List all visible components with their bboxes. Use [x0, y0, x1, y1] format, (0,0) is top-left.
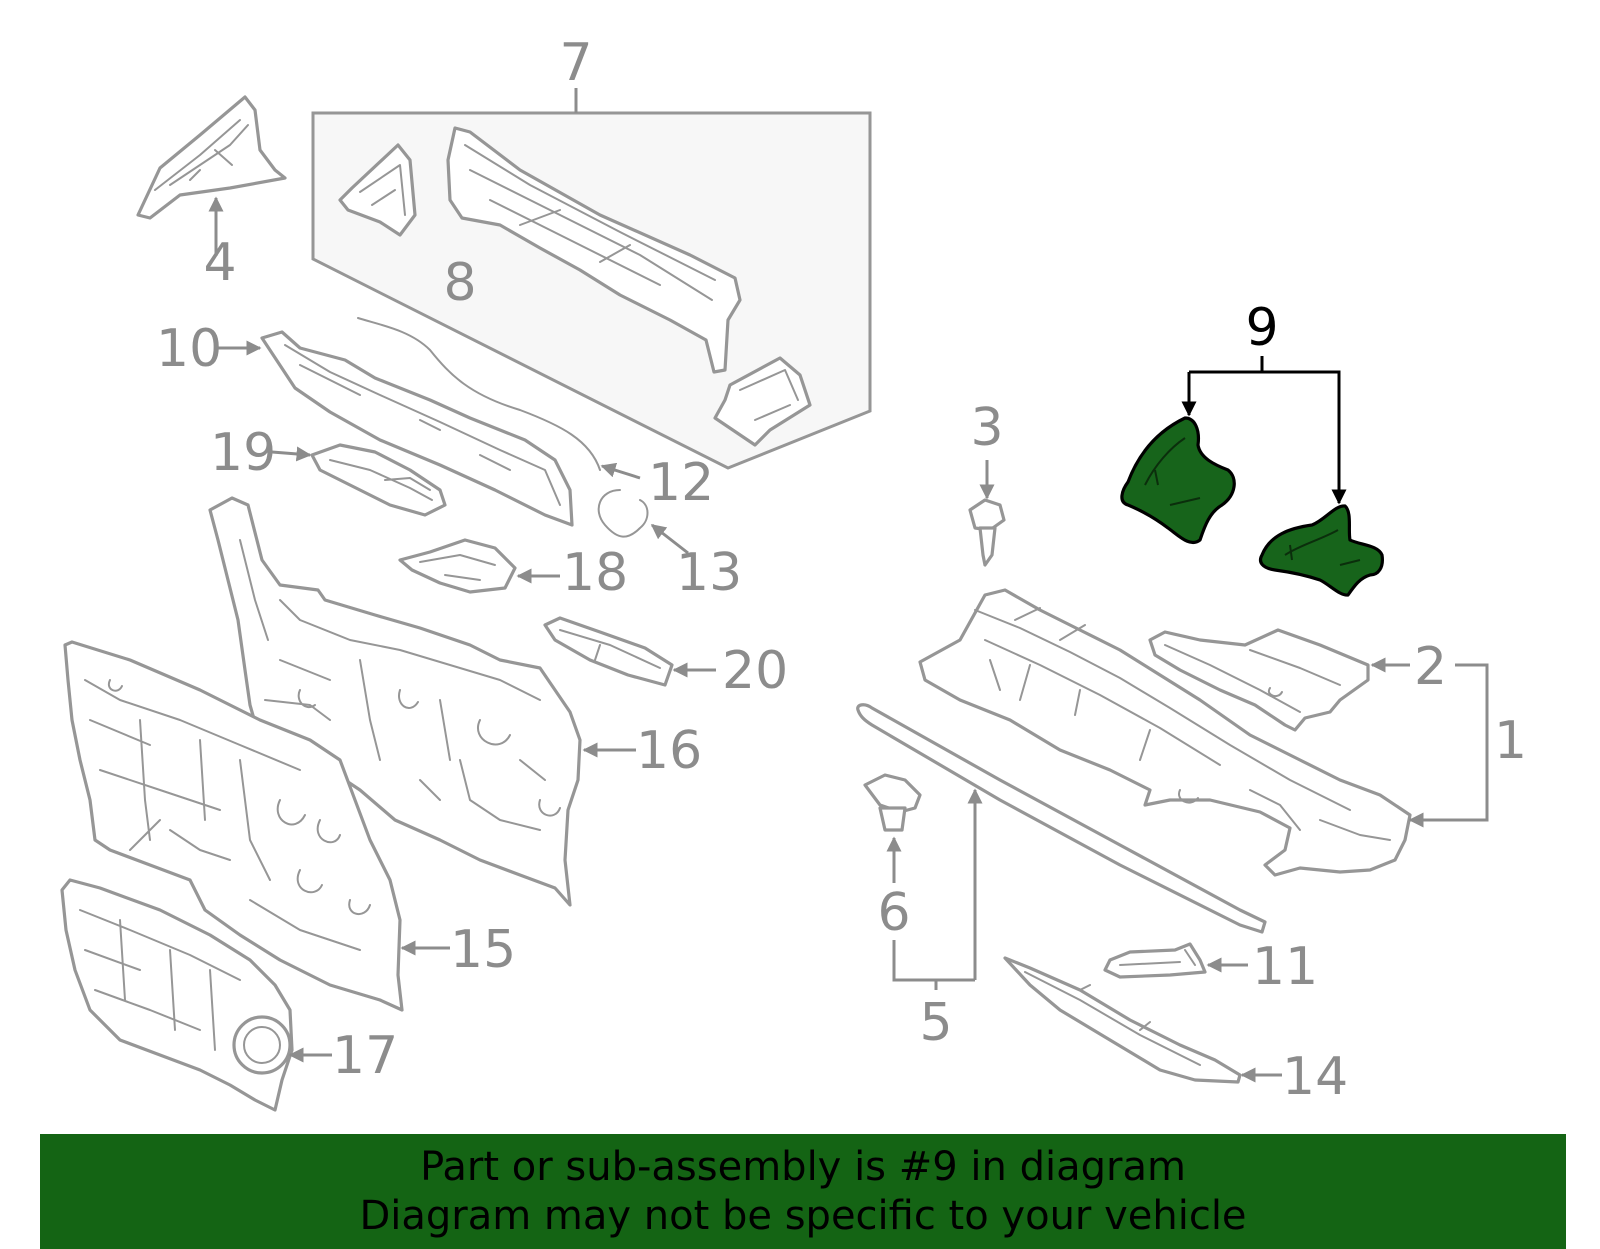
seal-12	[357, 317, 601, 471]
cowl-panel-1	[918, 588, 1412, 877]
callout-1: 1	[1494, 711, 1527, 771]
part-9-left-piece	[1120, 416, 1236, 545]
callout-3: 3	[970, 398, 1003, 458]
cowl-top-panel	[446, 126, 742, 374]
callout-20: 20	[722, 641, 788, 701]
callout-13: 13	[676, 543, 742, 603]
bracket-18	[398, 538, 517, 594]
callout-4: 4	[203, 233, 236, 293]
grommet-6	[863, 773, 922, 832]
callout-9: 9	[1245, 298, 1278, 358]
dash-insulator-15	[63, 640, 404, 1012]
clip-3	[968, 498, 1006, 567]
callout-8: 8	[443, 253, 476, 313]
insulator-17-grommet-inner	[243, 1026, 281, 1064]
callout-5: 5	[919, 993, 952, 1053]
reinforcement-14	[1003, 956, 1242, 1084]
cowl-reinforcement-10	[260, 330, 574, 527]
callout-10: 10	[156, 319, 222, 379]
insulator-17-grommet-outer	[232, 1015, 292, 1075]
callout-14: 14	[1282, 1047, 1348, 1107]
cowl-assembly-group-7	[311, 88, 872, 470]
notice-banner: Part or sub-assembly is #9 in diagram Di…	[40, 1134, 1566, 1249]
cowl-side-bracket	[713, 356, 812, 447]
notice-line-1: Part or sub-assembly is #9 in diagram	[420, 1143, 1186, 1190]
hose-13	[597, 489, 649, 538]
callout-17: 17	[332, 1026, 398, 1086]
bracket-20	[543, 616, 674, 687]
bracket-11	[1103, 942, 1207, 979]
notice-line-2: Diagram may not be specific to your vehi…	[359, 1192, 1247, 1239]
callout-2: 2	[1414, 637, 1447, 697]
cowl-bracket-2	[1148, 628, 1370, 732]
callout-11: 11	[1252, 937, 1318, 997]
callout-7: 7	[559, 33, 592, 93]
highlighted-part-9	[1120, 416, 1384, 597]
part-9-right-piece	[1258, 504, 1384, 597]
callout-18: 18	[562, 543, 628, 603]
callout-15: 15	[450, 920, 516, 980]
callout-16: 16	[636, 721, 702, 781]
seal-strip-5	[856, 703, 1267, 934]
callout-12: 12	[648, 453, 714, 513]
callout-19: 19	[210, 423, 276, 483]
insulator-19	[310, 443, 447, 517]
callout-6: 6	[877, 883, 910, 943]
